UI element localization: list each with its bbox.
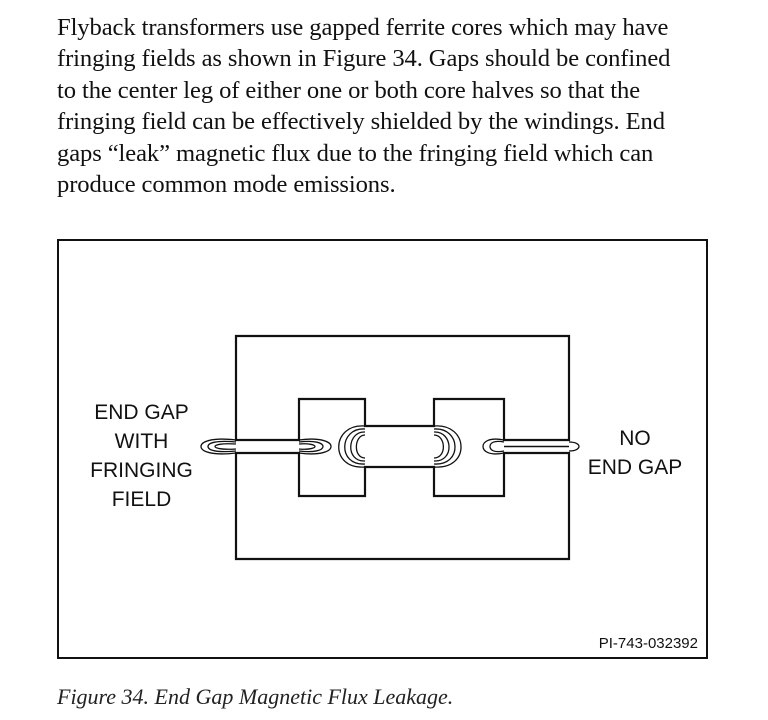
lower-core-half bbox=[234, 451, 571, 561]
figure-caption: Figure 34. End Gap Magnetic Flux Leakage… bbox=[57, 684, 454, 709]
upper-core-half bbox=[234, 334, 571, 442]
paragraph-line: to the center leg of either one or both … bbox=[57, 76, 641, 104]
label-line: END GAP bbox=[94, 401, 189, 424]
label-line: WITH bbox=[114, 430, 169, 453]
label-line: FRINGING bbox=[90, 459, 193, 482]
left-end-gap-fringing-field bbox=[200, 438, 332, 455]
transformer-core-diagram bbox=[200, 334, 580, 561]
figure-id: PI-743-032392 bbox=[598, 635, 698, 652]
paragraph-line: produce common mode emissions. bbox=[57, 171, 396, 199]
no-end-gap-label: NO END GAP bbox=[571, 424, 699, 482]
figure-34-frame: END GAP WITH FRINGING FIELD NO END GAP P… bbox=[57, 239, 708, 659]
paragraph-line: fringing field can be effectively shield… bbox=[57, 108, 665, 136]
end-gap-label: END GAP WITH FRINGING FIELD bbox=[79, 398, 204, 514]
paragraph-line: gaps “leak” magnetic flux due to the fri… bbox=[57, 139, 654, 167]
paragraph-line: Flyback transformers use gapped ferrite … bbox=[57, 14, 669, 41]
paragraph-line: fringing fields as shown in Figure 34. G… bbox=[57, 45, 671, 73]
label-line: FIELD bbox=[111, 488, 172, 511]
label-line: NO bbox=[619, 427, 651, 450]
label-line: END GAP bbox=[587, 456, 683, 479]
body-paragraph: Flyback transformers use gapped ferrite … bbox=[57, 12, 722, 200]
center-gap-fringing-field bbox=[338, 425, 462, 468]
right-inner-gap-fringing-field bbox=[482, 438, 580, 455]
